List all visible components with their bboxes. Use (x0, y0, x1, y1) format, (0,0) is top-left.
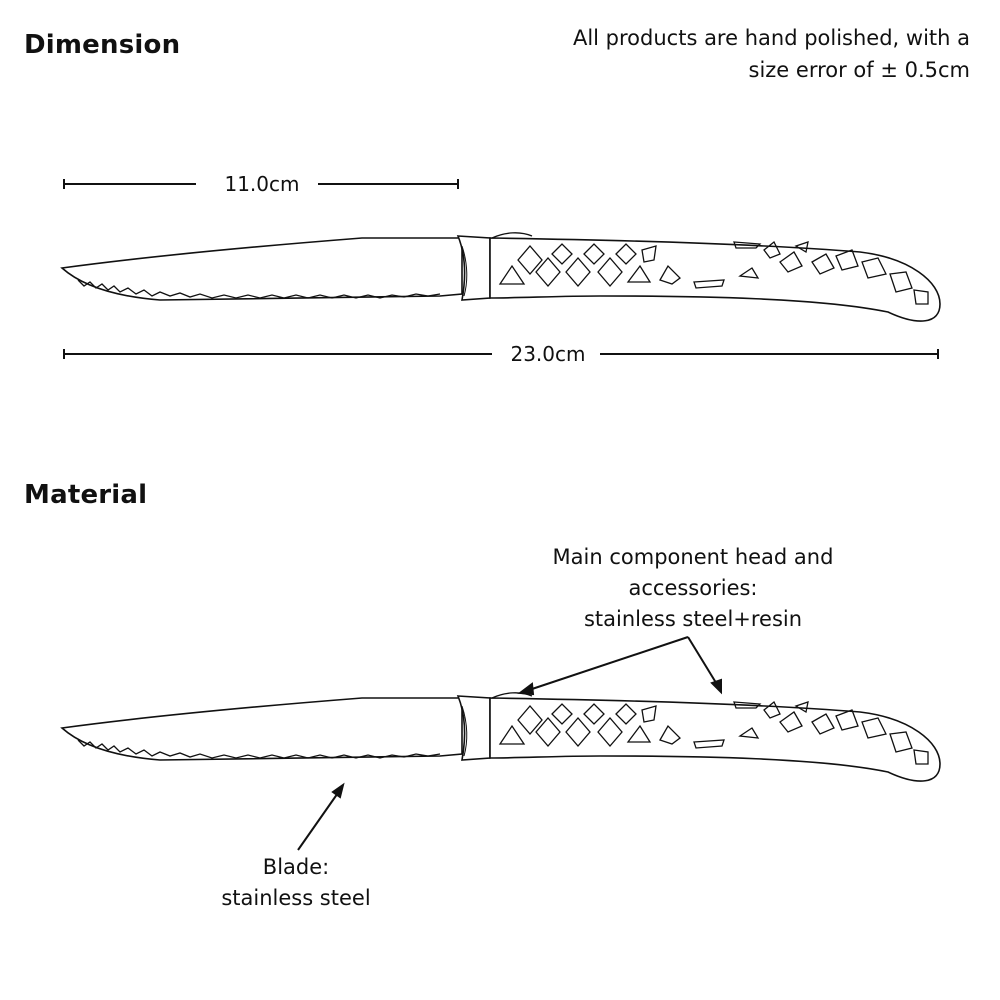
blade-length-dimension-line (63, 179, 459, 189)
tolerance-note: All products are hand polished, with a s… (510, 22, 970, 86)
head-material-callout: Main component head and accessories: sta… (520, 542, 866, 635)
dimension-heading: Dimension (24, 30, 181, 60)
tolerance-note-line2: size error of ± 0.5cm (748, 58, 971, 82)
tolerance-note-line1: All products are hand polished, with a (572, 26, 970, 50)
material-heading: Material (24, 480, 148, 510)
knife-drawing-dimension (61, 231, 941, 322)
blade-callout-arrow (297, 782, 345, 851)
blade-material-line1: Blade: (262, 855, 330, 879)
total-length-dimension-line (63, 349, 939, 359)
head-material-line1: Main component head and (552, 545, 834, 569)
head-material-line3: stainless steel+resin (583, 607, 803, 631)
blade-material-callout: Blade: stainless steel (196, 852, 396, 914)
head-material-line2: accessories: (628, 576, 758, 600)
head-callout-arrow (517, 636, 722, 696)
blade-length-label: 11.0cm (210, 172, 314, 196)
knife-drawing-material (61, 691, 941, 782)
blade-material-line2: stainless steel (221, 886, 371, 910)
total-length-label: 23.0cm (496, 342, 600, 366)
